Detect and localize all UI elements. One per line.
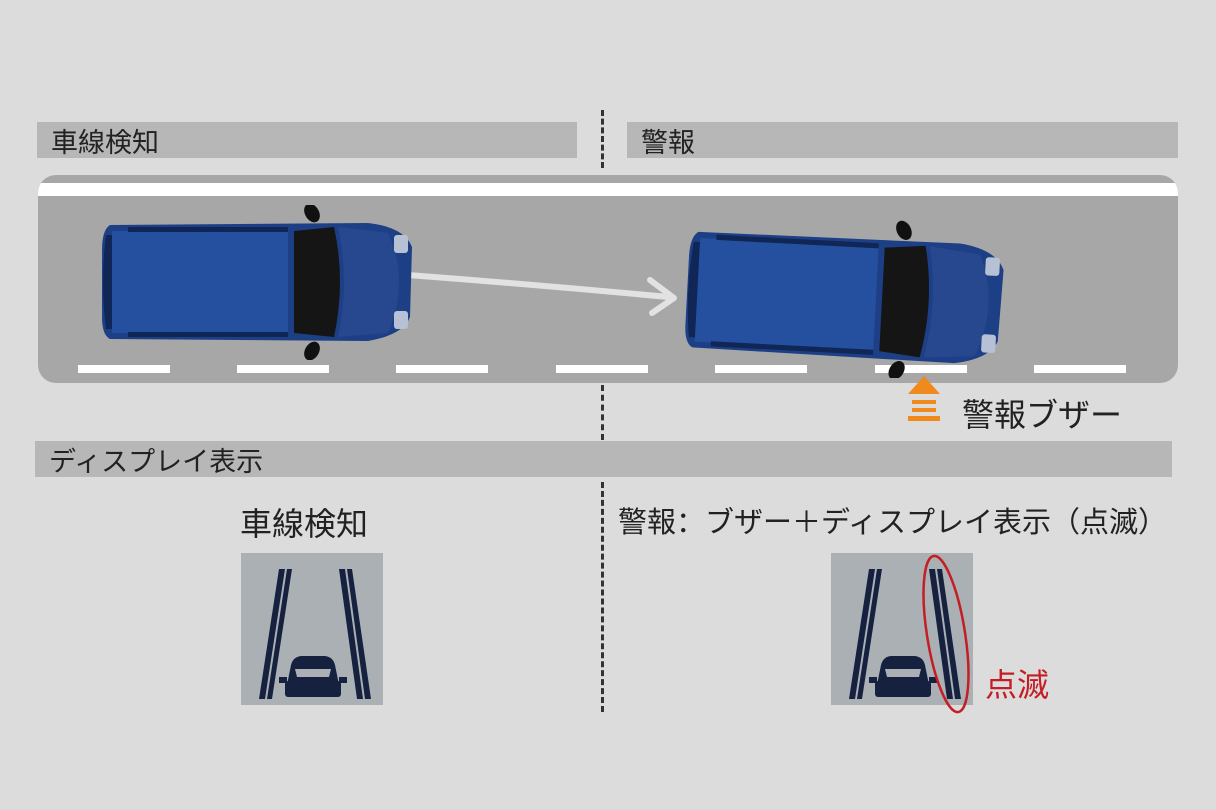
lane-drift-arrow-icon <box>405 272 677 316</box>
section-header-warning: 警報 <box>627 122 1178 159</box>
section-header-display-label: ディスプレイ表示 <box>49 446 264 478</box>
display-caption-detection: 車線検知 <box>240 505 369 543</box>
blink-label: 点滅 <box>985 666 1050 704</box>
divider-bottom <box>601 482 604 712</box>
lane-dash <box>78 365 170 373</box>
lane-dash <box>1034 365 1126 373</box>
display-caption-warning: 警報：ブザー＋ディスプレイ表示（点滅） <box>618 505 1167 539</box>
buzzer-arrow-icon <box>908 376 940 421</box>
section-header-warning-label: 警報 <box>641 127 695 159</box>
section-header-detection: 車線検知 <box>37 122 577 159</box>
lane-display-warning-icon <box>849 569 961 699</box>
road-edge-line <box>38 183 1178 196</box>
lane-dash <box>396 365 488 373</box>
lane-dash <box>715 365 807 373</box>
lane-display-icon <box>259 569 371 699</box>
lane-dash <box>237 365 329 373</box>
divider-middle <box>601 385 604 440</box>
divider-top <box>601 110 604 168</box>
section-header-display: ディスプレイ表示 <box>35 441 1172 478</box>
section-header-detection-label: 車線検知 <box>51 127 159 159</box>
display-panel-detection <box>241 553 383 705</box>
buzzer-label: 警報ブザー <box>962 396 1123 434</box>
display-panel-warning <box>831 553 973 705</box>
lane-dash <box>556 365 648 373</box>
car-icon <box>102 205 412 360</box>
blink-highlight-icon <box>922 554 970 714</box>
car-icon <box>685 220 1004 378</box>
lane-dash <box>875 365 967 373</box>
